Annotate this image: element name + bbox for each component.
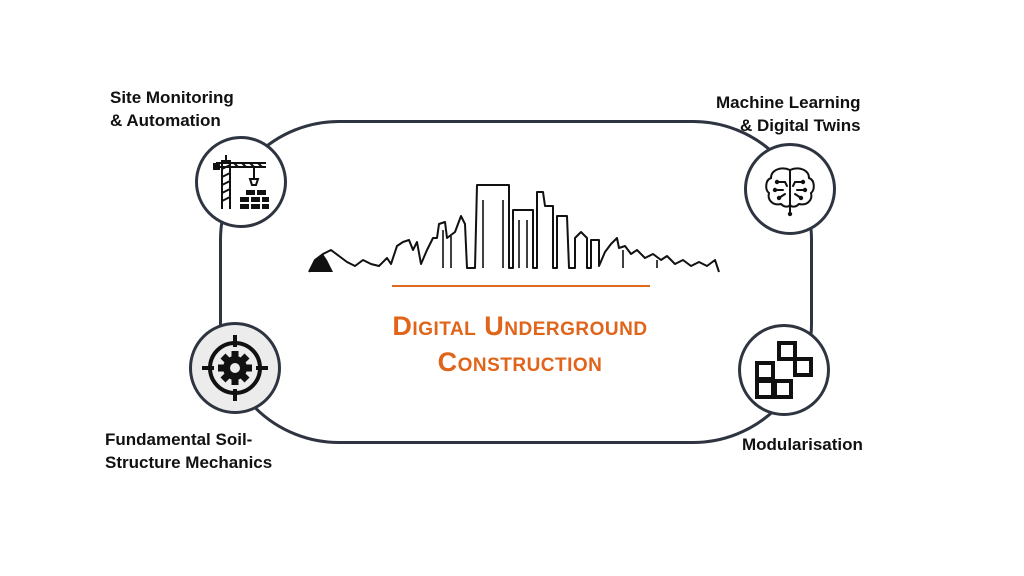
circuit-brain-icon bbox=[765, 167, 815, 217]
site-monitoring-node bbox=[195, 136, 287, 228]
fundamental-node bbox=[189, 322, 281, 414]
site-monitoring-label: Site Monitoring & Automation bbox=[110, 88, 234, 130]
modularisation-label: Modularisation bbox=[742, 435, 863, 454]
city-skyline-icon bbox=[308, 184, 720, 273]
cycle-loop bbox=[219, 120, 813, 444]
title-divider bbox=[392, 285, 650, 287]
title-line-2: Construction bbox=[437, 347, 603, 377]
diagram-title: Digital Underground Construction bbox=[330, 308, 710, 380]
tower-crane-icon bbox=[213, 155, 269, 209]
machine-learning-node bbox=[744, 143, 836, 235]
modularisation-node bbox=[738, 324, 830, 416]
modular-squares-icon bbox=[755, 341, 813, 399]
title-line-1: Digital Underground bbox=[392, 311, 648, 341]
gear-target-icon bbox=[202, 335, 268, 401]
fundamental-label: Fundamental Soil- Structure Mechanics bbox=[105, 430, 273, 472]
machine-learning-label: Machine Learning & Digital Twins bbox=[716, 93, 861, 135]
